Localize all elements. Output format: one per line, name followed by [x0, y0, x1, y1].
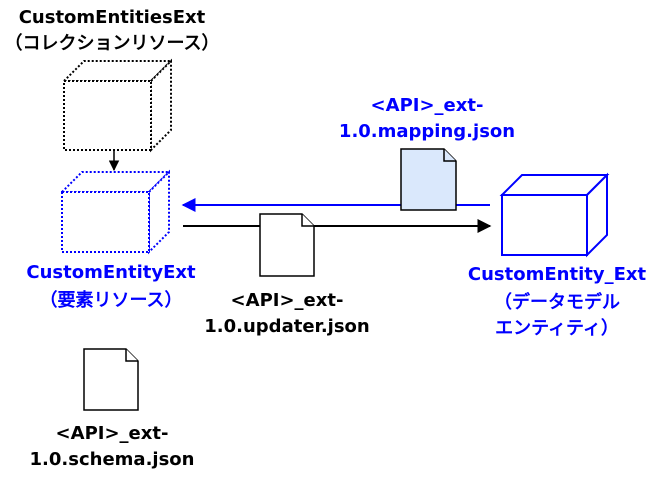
- model-cube-icon: [499, 172, 610, 258]
- schema-filename-line1: <API>_ext-: [55, 423, 169, 444]
- collection-cube-icon: [61, 58, 174, 153]
- element-cube-icon: [59, 169, 172, 255]
- model-name: CustomEntity_Ext: [467, 264, 647, 285]
- collection-name: CustomEntitiesExt: [18, 7, 206, 28]
- updater-filename-line1: <API>_ext-: [230, 290, 344, 311]
- collection-type: （コレクションリソース）: [4, 33, 220, 54]
- model-type-line2: エンティティ）: [495, 318, 619, 339]
- model-type-line1: （データモデル: [494, 292, 620, 313]
- mapping-filename-line2: 1.0.mapping.json: [338, 121, 516, 142]
- schema-file-icon: [83, 348, 139, 411]
- updater-file-icon: [259, 213, 315, 277]
- schema-filename-line2: 1.0.schema.json: [29, 449, 195, 470]
- element-type: （要素リソース）: [39, 290, 183, 311]
- updater-filename-line2: 1.0.updater.json: [204, 316, 370, 337]
- element-name: CustomEntityExt: [26, 262, 196, 283]
- mapping-file-icon: [400, 148, 457, 211]
- mapping-filename-line1: <API>_ext-: [370, 95, 484, 116]
